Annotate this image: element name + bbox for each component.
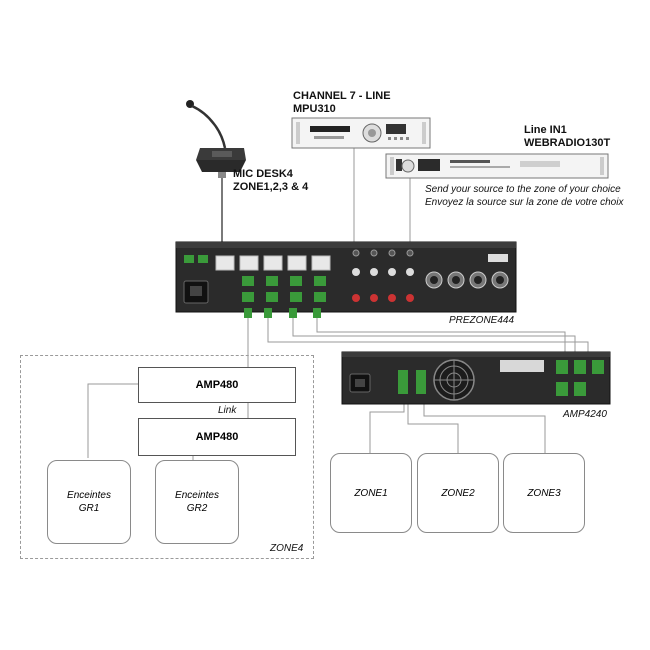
speaker-gr1-line1: Enceintes [67,490,111,501]
zone1-box: ZONE1 [330,453,412,533]
linein-label: Line IN1 WEBRADIO130T [524,124,610,150]
zone3-output-cable [267,296,589,356]
routing-note-fr: Envoyez la source sur la zone de votre c… [425,197,624,208]
amp4240-label: AMP4240 [563,409,607,420]
link-label: Link [218,405,237,416]
mic-desk-icon [186,100,246,178]
channel7-title: CHANNEL 7 - LINE [293,90,391,102]
cable-connectors [244,308,321,318]
prezone444-label: PREZONE444 [449,315,515,326]
routing-note-en: Send your source to the zone of your cho… [425,184,621,195]
routing-note: Send your source to the zone of your cho… [425,183,623,209]
webradio-device [385,153,609,179]
mpu310-device [291,117,431,149]
zone4-area [20,355,314,559]
prezone444-device [175,241,517,313]
linein-device-name: WEBRADIO130T [524,137,611,149]
amp4240-device [341,351,611,405]
gr1-cable [87,383,138,458]
channel7-device-name: MPU310 [293,103,336,115]
zone4-label: ZONE4 [270,543,304,554]
amp480-top-box: AMP480 [138,367,296,403]
linein-title: Line IN1 [524,124,567,136]
speaker-gr1-line2: GR1 [78,503,100,514]
amp480-bottom-box: AMP480 [138,418,296,456]
channel7-label: CHANNEL 7 - LINE MPU310 [293,90,391,116]
mic-title: MIC DESK4 [233,168,293,180]
zone3-box: ZONE3 [503,453,585,533]
zone2-box: ZONE2 [417,453,499,533]
speaker-gr2-line1: Enceintes [175,490,219,501]
mic-label: MIC DESK4 ZONE1,2,3 & 4 [233,168,308,194]
speaker-gr2-line2: GR2 [186,503,208,514]
mic-zones: ZONE1,2,3 & 4 [233,181,309,193]
